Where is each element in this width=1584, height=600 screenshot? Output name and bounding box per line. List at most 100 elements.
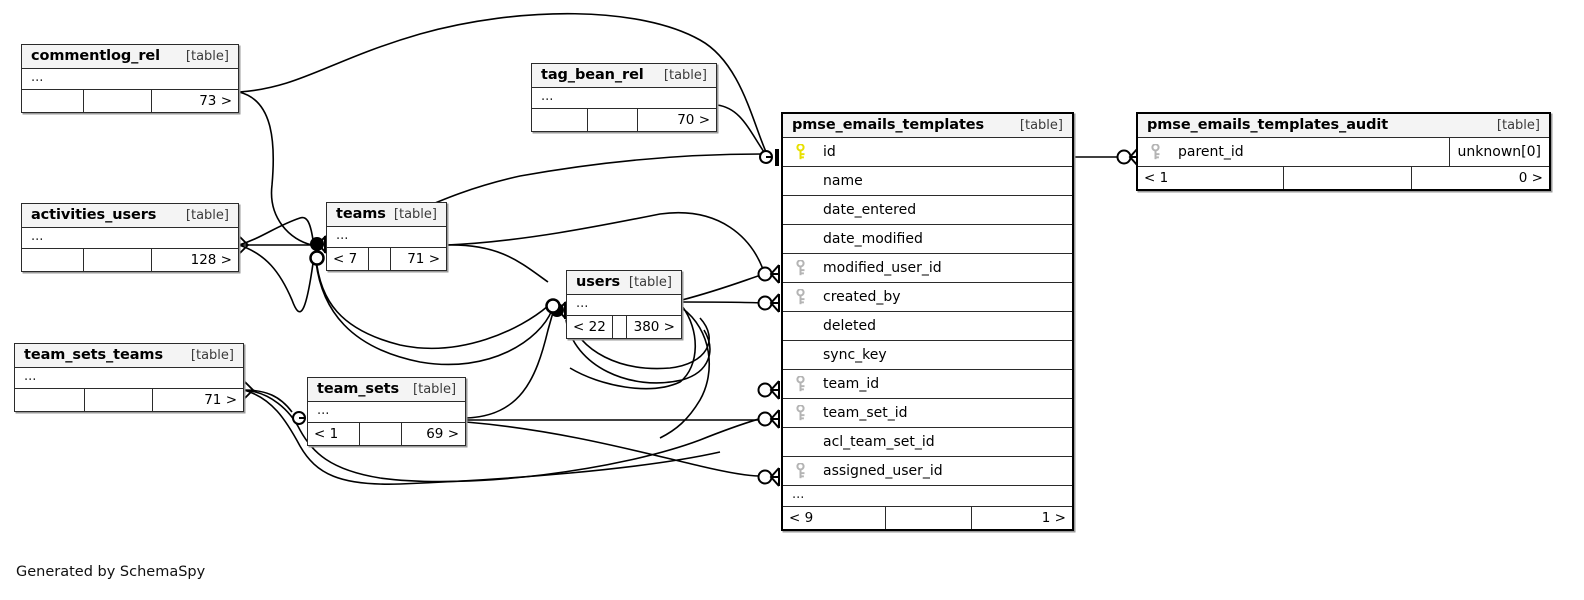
- foreign-key-icon: [795, 289, 805, 305]
- table-title: pmse_emails_templates: [792, 117, 985, 133]
- table-footer: < 1 0 >: [1138, 167, 1549, 189]
- column-key-cell: [783, 289, 817, 305]
- column-row[interactable]: acl_team_set_id: [783, 428, 1072, 457]
- column-row[interactable]: modified_user_id: [783, 254, 1072, 283]
- column-list: id name date_entered date_modified modified_…: [783, 138, 1072, 486]
- columns-collapsed: ...: [308, 402, 465, 423]
- column-row[interactable]: created_by: [783, 283, 1072, 312]
- column-list: parent_id unknown[0]: [1138, 138, 1549, 167]
- columns-collapsed: ...: [22, 69, 238, 90]
- footer-parents: [532, 109, 588, 131]
- footer-children: 128 >: [190, 252, 232, 268]
- footer-children: 73 >: [199, 93, 232, 109]
- column-key-cell: [783, 260, 817, 276]
- table-type-tag: [table]: [663, 67, 707, 83]
- table-type-tag: [table]: [1496, 117, 1540, 133]
- table-type-tag: [table]: [185, 207, 229, 223]
- column-row[interactable]: id: [783, 138, 1072, 167]
- column-row[interactable]: team_set_id: [783, 399, 1072, 428]
- table-type-tag: [table]: [190, 347, 234, 363]
- column-key-cell: [783, 463, 817, 479]
- column-name: date_modified: [823, 231, 923, 247]
- columns-collapsed: ...: [15, 368, 243, 389]
- table-title: commentlog_rel: [31, 48, 160, 64]
- foreign-key-icon: [795, 405, 805, 421]
- table-type-tag: [table]: [393, 206, 437, 222]
- footer-parents: < 22: [567, 316, 613, 338]
- table-header: pmse_emails_templates [table]: [783, 114, 1072, 138]
- columns-collapsed: ...: [22, 228, 238, 249]
- column-name: id: [823, 144, 836, 160]
- footer-parents: < 1: [308, 423, 360, 445]
- table-header: team_sets [table]: [308, 378, 465, 402]
- columns-collapsed: ...: [783, 486, 1072, 507]
- column-row[interactable]: assigned_user_id: [783, 457, 1072, 486]
- footer-children: 1 >: [1041, 510, 1066, 526]
- table-footer: < 7 71 >: [327, 248, 446, 270]
- table-node-team-sets[interactable]: team_sets [table] ... < 1 69 >: [307, 377, 466, 446]
- column-name: deleted: [823, 318, 876, 334]
- table-title: users: [576, 274, 621, 290]
- column-row[interactable]: date_entered: [783, 196, 1072, 225]
- footer-parents: < 1: [1138, 167, 1284, 189]
- footer-middle: [588, 109, 638, 131]
- footer-children: 70 >: [677, 112, 710, 128]
- table-footer: < 22 380 >: [567, 316, 681, 338]
- column-row[interactable]: date_modified: [783, 225, 1072, 254]
- table-type-tag: [table]: [185, 48, 229, 64]
- table-node-users[interactable]: users [table] ... < 22 380 >: [566, 270, 682, 339]
- primary-key-icon: [795, 144, 805, 160]
- column-name: modified_user_id: [823, 260, 942, 276]
- table-footer: 71 >: [15, 389, 243, 411]
- column-name: date_entered: [823, 202, 917, 218]
- table-node-commentlog-rel[interactable]: commentlog_rel [table] ... 73 >: [21, 44, 239, 113]
- footer-middle: [85, 389, 153, 411]
- footer-children: 0 >: [1518, 170, 1543, 186]
- column-row[interactable]: name: [783, 167, 1072, 196]
- column-name: acl_team_set_id: [823, 434, 935, 450]
- column-row[interactable]: sync_key: [783, 341, 1072, 370]
- table-title: activities_users: [31, 207, 157, 223]
- table-node-activities-users[interactable]: activities_users [table] ... 128 >: [21, 203, 239, 272]
- table-title: teams: [336, 206, 386, 222]
- columns-collapsed: ...: [327, 227, 446, 248]
- column-name: team_id: [823, 376, 880, 392]
- column-name: name: [823, 173, 863, 189]
- table-title: team_sets: [317, 381, 400, 397]
- footer-middle: [360, 423, 402, 445]
- table-footer: 70 >: [532, 109, 716, 131]
- column-name: sync_key: [823, 347, 887, 363]
- table-node-teams[interactable]: teams [table] ... < 7 71 >: [326, 202, 447, 271]
- footer-middle: [369, 248, 391, 270]
- footer-middle: [84, 249, 152, 271]
- table-header: activities_users [table]: [22, 204, 238, 228]
- column-row[interactable]: parent_id unknown[0]: [1138, 138, 1549, 167]
- columns-collapsed: ...: [567, 295, 681, 316]
- column-name: created_by: [823, 289, 901, 305]
- table-footer: < 1 69 >: [308, 423, 465, 445]
- foreign-key-icon: [795, 376, 805, 392]
- footer-parents: [22, 90, 84, 112]
- table-header: pmse_emails_templates_audit [table]: [1138, 114, 1549, 138]
- table-node-tag-bean-rel[interactable]: tag_bean_rel [table] ... 70 >: [531, 63, 717, 132]
- column-row[interactable]: team_id: [783, 370, 1072, 399]
- column-key-cell: [783, 376, 817, 392]
- table-node-pmse-emails-templates[interactable]: pmse_emails_templates [table] id name date…: [781, 112, 1074, 531]
- table-type-tag: [table]: [1019, 117, 1063, 133]
- footer-children: 71 >: [204, 392, 237, 408]
- column-type: unknown[0]: [1448, 138, 1549, 166]
- table-title: tag_bean_rel: [541, 67, 644, 83]
- table-node-pmse-emails-templates-audit[interactable]: pmse_emails_templates_audit [table] pare…: [1136, 112, 1551, 191]
- table-header: tag_bean_rel [table]: [532, 64, 716, 88]
- footer-parents: < 9: [783, 507, 886, 529]
- table-node-team-sets-teams[interactable]: team_sets_teams [table] ... 71 >: [14, 343, 244, 412]
- generated-by-note: Generated by SchemaSpy: [16, 564, 206, 580]
- column-key-cell: [1138, 144, 1172, 160]
- table-type-tag: [table]: [628, 274, 672, 290]
- column-row[interactable]: deleted: [783, 312, 1072, 341]
- footer-middle: [1284, 167, 1412, 189]
- column-name: parent_id: [1178, 144, 1244, 160]
- footer-parents: [15, 389, 85, 411]
- columns-collapsed: ...: [532, 88, 716, 109]
